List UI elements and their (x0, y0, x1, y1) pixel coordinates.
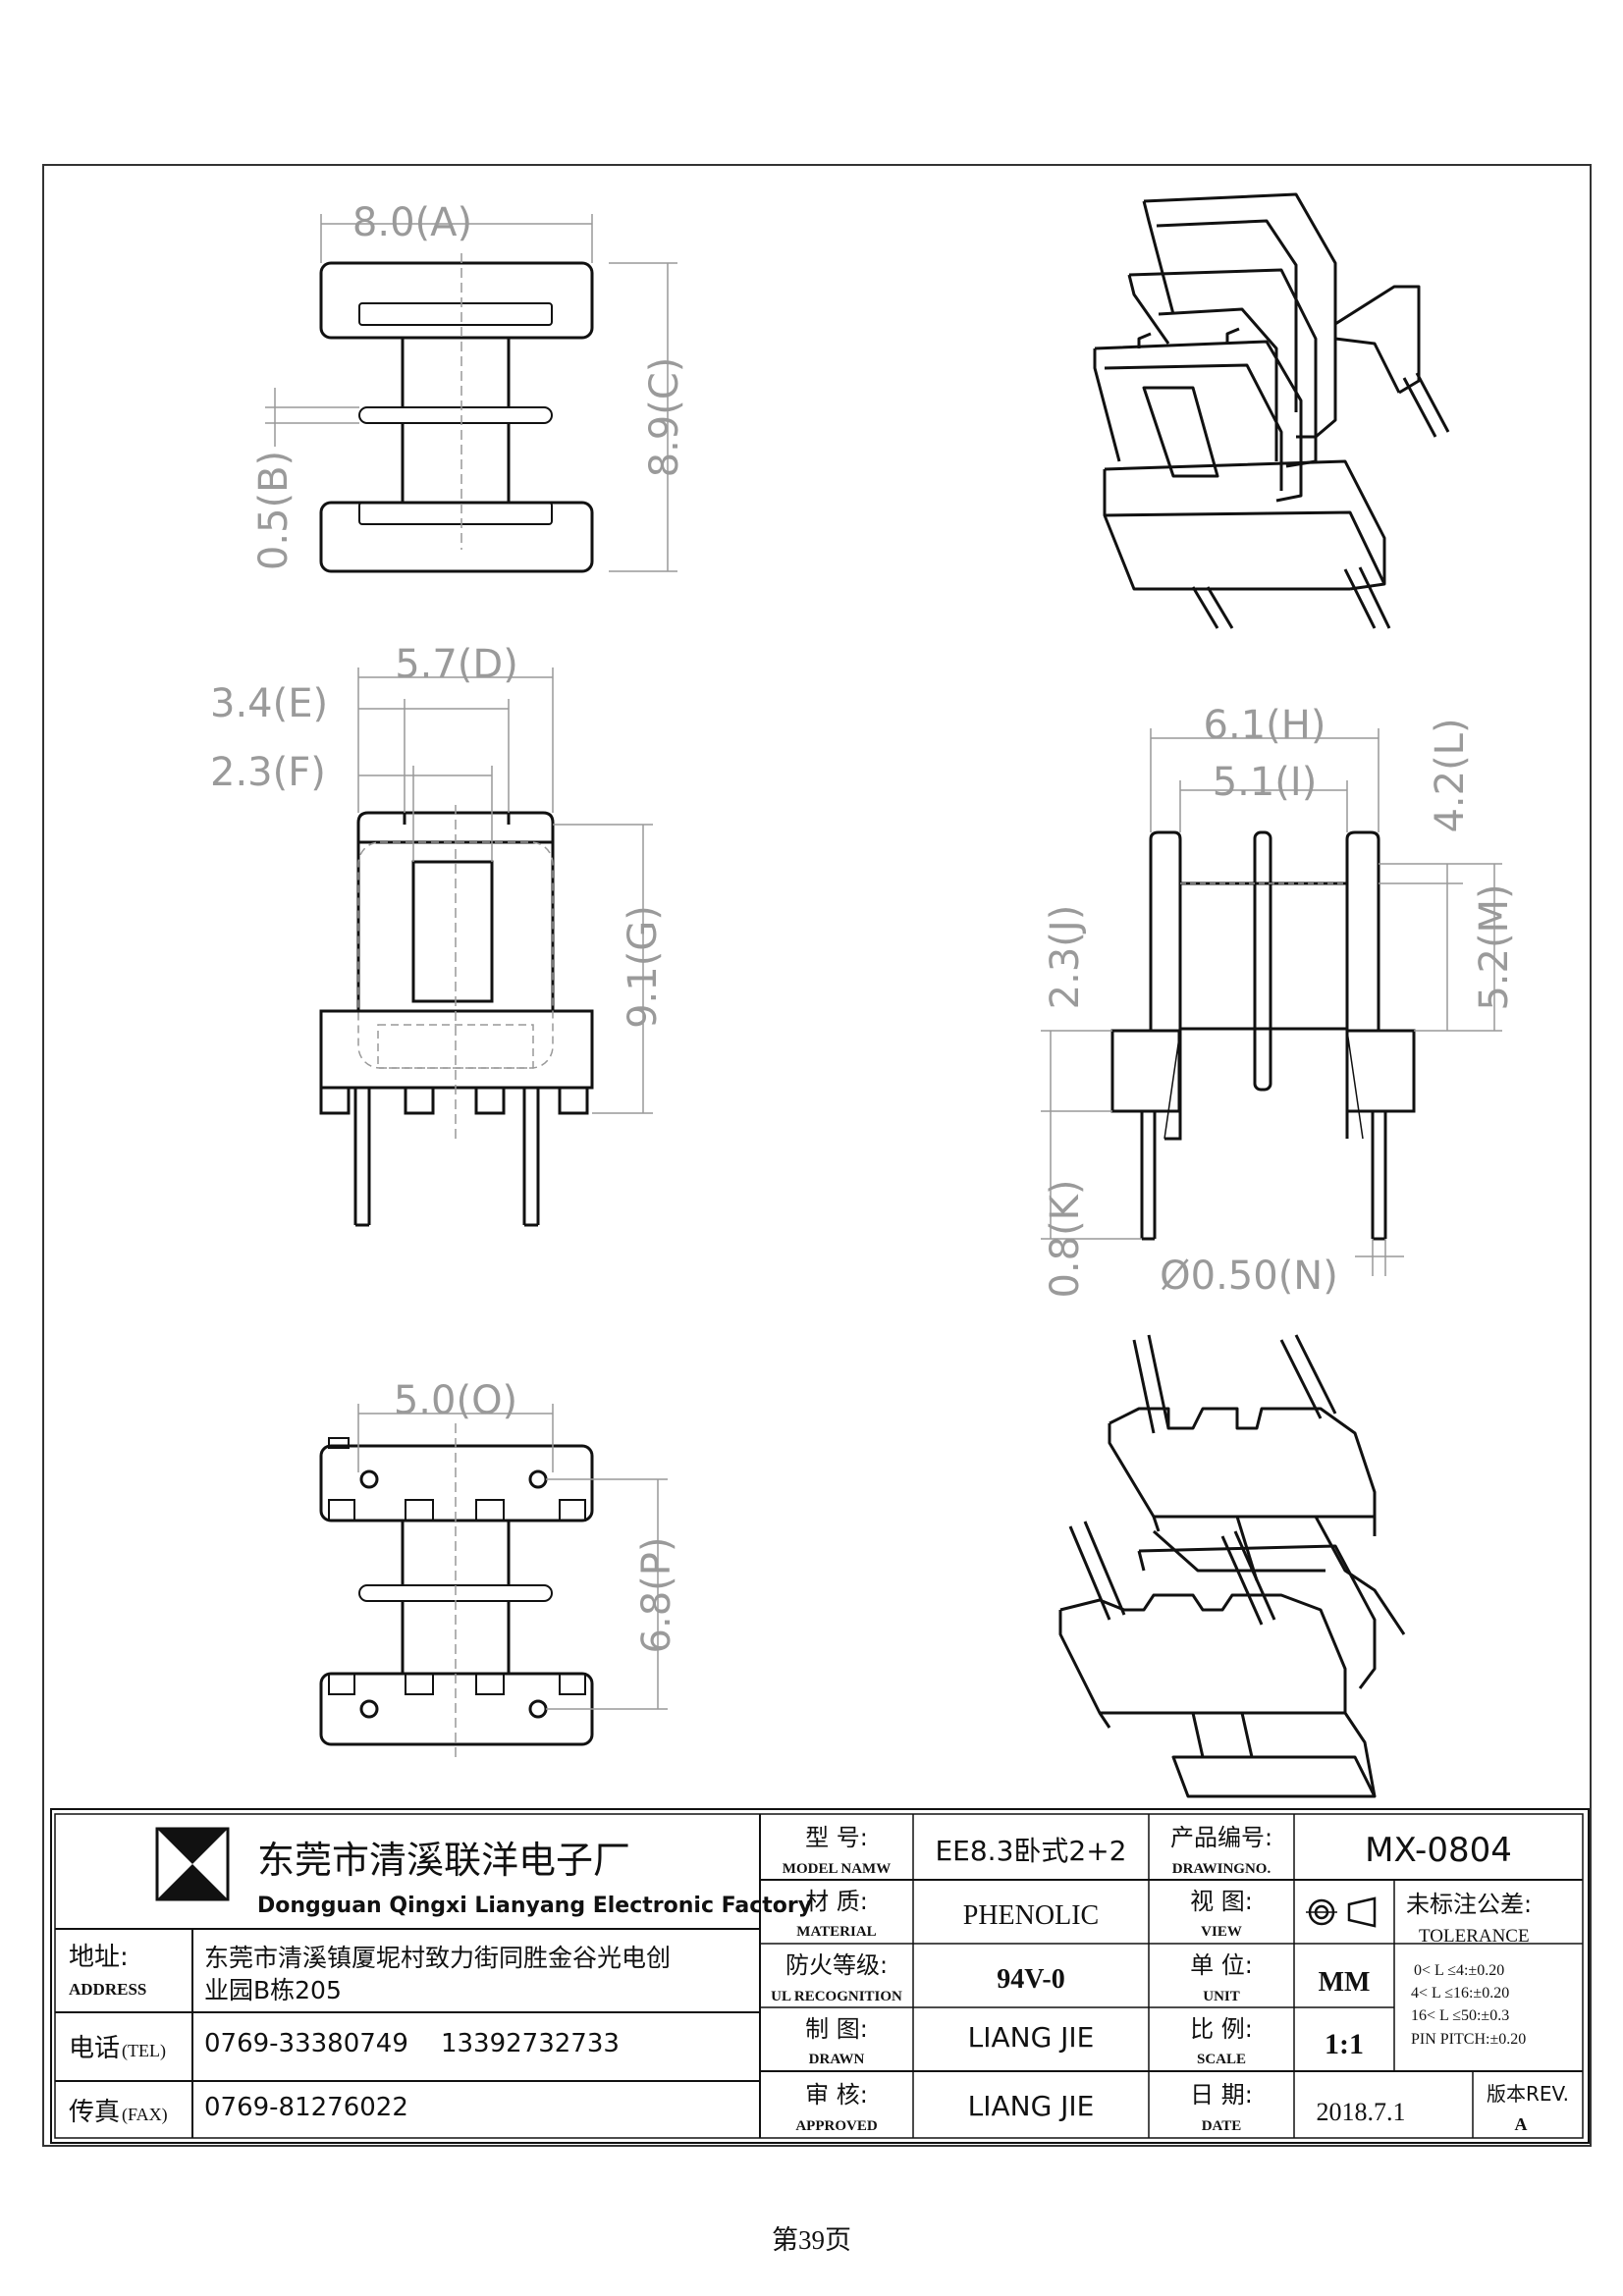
tel-value: 0769-33380749 13392732733 (204, 2029, 620, 2058)
side-view-dims (1041, 728, 1502, 1276)
tolerance-line-2: 4< L ≤16:±0.20 (1411, 1985, 1509, 2002)
rev-label: 版本REV. (1487, 2082, 1569, 2106)
tel-label: 电话 (69, 2034, 120, 2063)
scale-label: 比 例: (1190, 2015, 1253, 2043)
drawing-no-label-en: DRAWINGNO. (1172, 1861, 1271, 1877)
dim-k: 0.8(K) (1043, 1179, 1088, 1298)
dim-o: 5.0(O) (394, 1378, 517, 1423)
projection-symbol-icon (1306, 1896, 1377, 1928)
front-view (319, 811, 594, 1227)
dim-h: 6.1(H) (1204, 703, 1326, 748)
approved-label: 审 核: (805, 2081, 868, 2109)
iso-view-top (1093, 192, 1450, 629)
dim-j: 2.3(J) (1043, 905, 1088, 1010)
fax-label-en: (FAX) (122, 2105, 168, 2125)
dim-e: 3.4(E) (210, 681, 328, 726)
ul-label: 防火等级: (785, 1951, 888, 1979)
front-view-dims (357, 667, 653, 1139)
tolerance-line-4: PIN PITCH:±0.20 (1411, 2031, 1526, 2048)
date-label-en: DATE (1202, 2118, 1242, 2134)
approved-label-en: APPROVED (795, 2118, 877, 2134)
dim-c: 8.9(C) (642, 357, 687, 478)
side-view (1110, 830, 1416, 1241)
company-name-cn: 东莞市清溪联洋电子厂 (257, 1839, 630, 1882)
address-line-2: 业园B栋205 (204, 1976, 342, 2004)
drawn-label-en: DRAWN (809, 2052, 865, 2067)
dim-d: 5.7(D) (395, 642, 518, 687)
fax-value: 0769-81276022 (204, 2093, 408, 2122)
dim-p: 6.8(P) (634, 1537, 679, 1654)
model-value: EE8.3卧式2+2 (935, 1835, 1126, 1867)
dim-n: Ø0.50(N) (1160, 1254, 1338, 1299)
address-label-en: ADDRESS (69, 1980, 146, 1999)
material-value: PHENOLIC (963, 1900, 1099, 1931)
tolerance-line-3: 16< L ≤50:±0.3 (1411, 2007, 1509, 2024)
unit-label-en: UNIT (1203, 1989, 1240, 2004)
dim-m: 5.2(M) (1472, 883, 1517, 1010)
material-label-en: MATERIAL (796, 1924, 876, 1940)
view-label-en: VIEW (1201, 1924, 1242, 1940)
page-number: 第39页 (772, 2225, 851, 2255)
unit-label: 单 位: (1190, 1951, 1253, 1979)
model-label: 型 号: (805, 1824, 868, 1851)
iso-view-bottom (1058, 1334, 1406, 1798)
bottom-view-dims (357, 1404, 668, 1757)
top-view-dims (265, 214, 677, 572)
dim-b: 0.5(B) (251, 451, 297, 570)
address-line-1: 东莞市清溪镇厦坭村致力街同胜金谷光电创 (204, 1944, 671, 1972)
address-label: 地址: (69, 1943, 129, 1972)
sheet-border (42, 164, 1592, 2147)
ul-label-en: UL RECOGNITION (771, 1989, 902, 2004)
tolerance-label: 未标注公差: (1406, 1891, 1532, 1918)
company-logo (155, 1827, 230, 1901)
rev-value: A (1515, 2114, 1528, 2134)
approved-value: LIANG JIE (968, 2090, 1095, 2122)
scale-label-en: SCALE (1197, 2052, 1246, 2067)
scale-value: 1:1 (1325, 2028, 1364, 2060)
bottom-view (319, 1437, 594, 1746)
drawing-no-value: MX-0804 (1365, 1831, 1512, 1870)
ul-value: 94V-0 (997, 1964, 1064, 1995)
dim-l: 4.2(L) (1428, 718, 1473, 832)
tolerance-line-1: 0< L ≤4:±0.20 (1414, 1962, 1504, 1979)
drawn-label: 制 图: (805, 2015, 868, 2043)
tolerance-label-en: TOLERANCE (1419, 1926, 1530, 1947)
unit-value: MM (1319, 1967, 1371, 1998)
company-name-en: Dongguan Qingxi Lianyang Electronic Fact… (257, 1894, 812, 1918)
dim-g: 9.1(G) (621, 905, 666, 1029)
dim-a: 8.0(A) (352, 200, 472, 245)
drawn-value: LIANG JIE (968, 2021, 1095, 2054)
fax-label: 传真 (69, 2098, 120, 2127)
model-label-en: MODEL NAMW (783, 1861, 891, 1877)
top-view (319, 261, 594, 573)
dim-f: 2.3(F) (210, 750, 326, 795)
view-label: 视 图: (1190, 1888, 1253, 1915)
date-value: 2018.7.1 (1317, 2098, 1406, 2126)
tel-label-en: (TEL) (122, 2041, 166, 2061)
material-label: 材 质: (805, 1888, 868, 1915)
title-block (50, 1808, 1590, 2144)
date-label: 日 期: (1190, 2081, 1253, 2109)
drawing-no-label: 产品编号: (1170, 1824, 1272, 1851)
dim-i: 5.1(I) (1213, 760, 1318, 805)
